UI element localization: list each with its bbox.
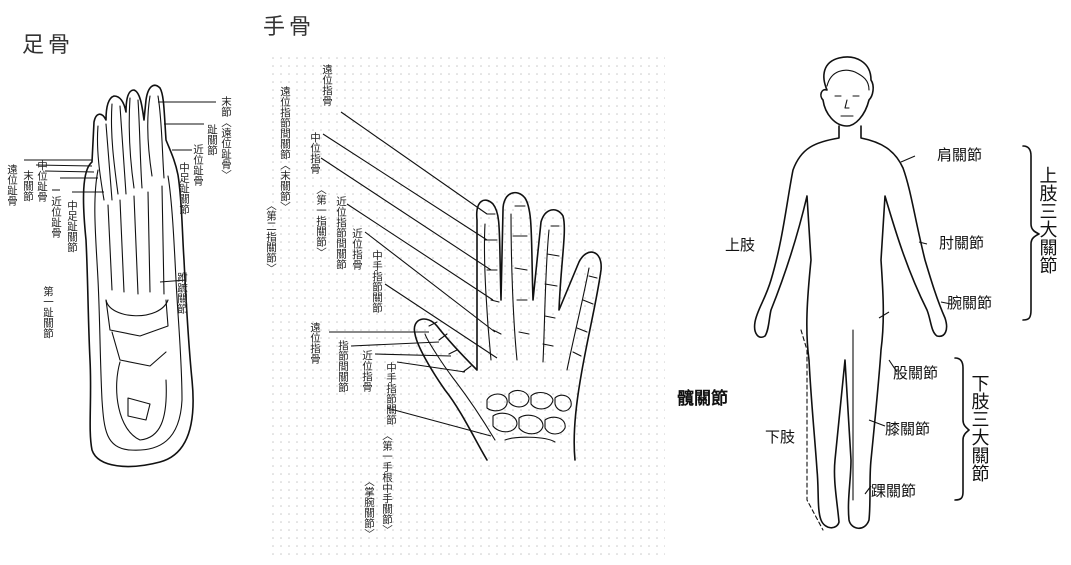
thumb-bones	[428, 321, 472, 373]
label-second-finger-joint: 〈第二指關節〉	[265, 200, 277, 274]
little-finger-bones	[572, 275, 598, 357]
hand-outline	[413, 191, 602, 461]
label-first-cmc-joint: 〈第一手根中手關節〉	[381, 430, 393, 535]
toe-1	[147, 95, 165, 179]
face-features	[834, 95, 860, 117]
label-distal-ip-joint: 遠位指節間關節〈末關節〉	[279, 85, 291, 212]
label-distal-finger-bone: 遠位指骨	[321, 63, 333, 106]
dotted-background	[270, 55, 665, 560]
lower-group-bracket	[954, 357, 970, 501]
body-joints-panel: 上肢 下肢 髖關節 肩關節 肘關節 腕關節 股關節 膝關節 踝關節 上肢三大關節…	[675, 0, 1071, 565]
label-proximal-finger-bone: 近位指骨	[351, 227, 363, 270]
shoulder-joint-label: 肩關節	[937, 146, 982, 164]
joint-pointer-lines	[864, 155, 952, 495]
label-mcp-joint: 中手指節關節	[371, 249, 383, 314]
lower-limb-guide	[800, 329, 824, 531]
foot-bones-panel: 足骨 遠位趾骨 末關節 中位趾骨 近位趾骨 第一趾關節 中足趾關節 末節〈遠位趾…	[0, 0, 255, 565]
hand-title: 手骨	[263, 15, 315, 40]
label-proximal-phalanx: 近位趾骨	[50, 195, 62, 238]
label-thumb-mcp-joint: 中手指節關節	[385, 361, 397, 426]
hair	[826, 69, 870, 91]
ring-finger-bones	[542, 225, 560, 347]
label-thumb-proximal-bone: 近位指骨	[361, 349, 373, 392]
label-thumb-distal-bone: 遠位指骨	[309, 321, 321, 364]
label-first-finger-joint: 〈第一指關節〉	[315, 184, 327, 258]
head-outline	[820, 56, 874, 127]
toe-4	[96, 123, 113, 201]
middle-finger-bones	[512, 205, 530, 335]
thigh-joint-label: 股關節	[893, 364, 938, 382]
label-end-joint: 末節〈遠位趾骨〉	[220, 95, 232, 180]
label-middle-finger-bone: 中位指骨	[309, 131, 321, 174]
label-middle-phalanx: 中位趾骨	[36, 159, 48, 202]
knee-joint-label: 膝關節	[885, 420, 930, 438]
foot-title: 足骨	[22, 33, 74, 58]
foot-outline	[82, 84, 194, 468]
index-finger-bones	[484, 213, 502, 335]
lower-group-label: 下肢三大關節	[969, 374, 990, 482]
label-wrist-joint: 〈掌腕關節〉	[363, 476, 375, 539]
label-midfoot-joint-left: 中足趾關節	[66, 199, 78, 253]
label-tarsal-joint: 跗蹠關節	[176, 271, 188, 315]
toe-3	[110, 103, 127, 195]
ankle-joint-label: 踝關節	[871, 482, 916, 500]
carpal-bones	[486, 389, 572, 443]
label-distal-phalanx: 遠位趾骨	[6, 163, 18, 206]
label-thumb-ip-joint: 指節間關節	[337, 339, 349, 393]
elbow-joint-label: 肘關節	[939, 234, 984, 252]
body-outline	[753, 125, 948, 530]
hand-pointer-lines	[320, 111, 498, 437]
foot-inner-outline	[94, 169, 183, 451]
hand-bones-panel: 手骨 遠位指骨 遠位指節間關節〈末關節〉 〈第二指關節〉 中位指骨 〈第一指關節…	[255, 0, 675, 565]
hip-joint-label: 髖關節	[677, 388, 728, 409]
label-distal-joint: 末關節	[22, 169, 34, 202]
label-proximal-ip-joint: 近位指節間關節	[335, 195, 347, 270]
label-toe-joint: 趾關節	[206, 123, 218, 156]
lower-limb-label: 下肢	[765, 428, 795, 446]
hand-diagram: 手骨 遠位指骨 遠位指節間關節〈末關節〉 〈第二指關節〉 中位指骨 〈第一指關節…	[263, 15, 665, 560]
foot-pointer-lines	[24, 101, 216, 283]
metatarsals	[105, 185, 169, 317]
upper-group-label: 上肢三大關節	[1037, 166, 1058, 274]
toe-2	[128, 97, 143, 189]
upper-limb-label: 上肢	[725, 236, 755, 254]
label-midfoot-joint-right: 中足趾關節	[178, 161, 190, 215]
body-diagram: 上肢 下肢 髖關節 肩關節 肘關節 腕關節 股關節 膝關節 踝關節 上肢三大關節…	[677, 56, 1058, 531]
hand-inner-outline	[424, 213, 590, 441]
foot-diagram: 足骨 遠位趾骨 末關節 中位趾骨 近位趾骨 第一趾關節 中足趾關節 末節〈遠位趾…	[6, 33, 232, 468]
label-first-toe-joint: 第一趾關節	[42, 285, 54, 339]
wrist-joint-label: 腕關節	[947, 294, 992, 312]
label-proximal-toe-bone: 近位趾骨	[192, 143, 204, 186]
upper-group-bracket	[1022, 145, 1040, 321]
tarsal-bones	[105, 299, 169, 441]
